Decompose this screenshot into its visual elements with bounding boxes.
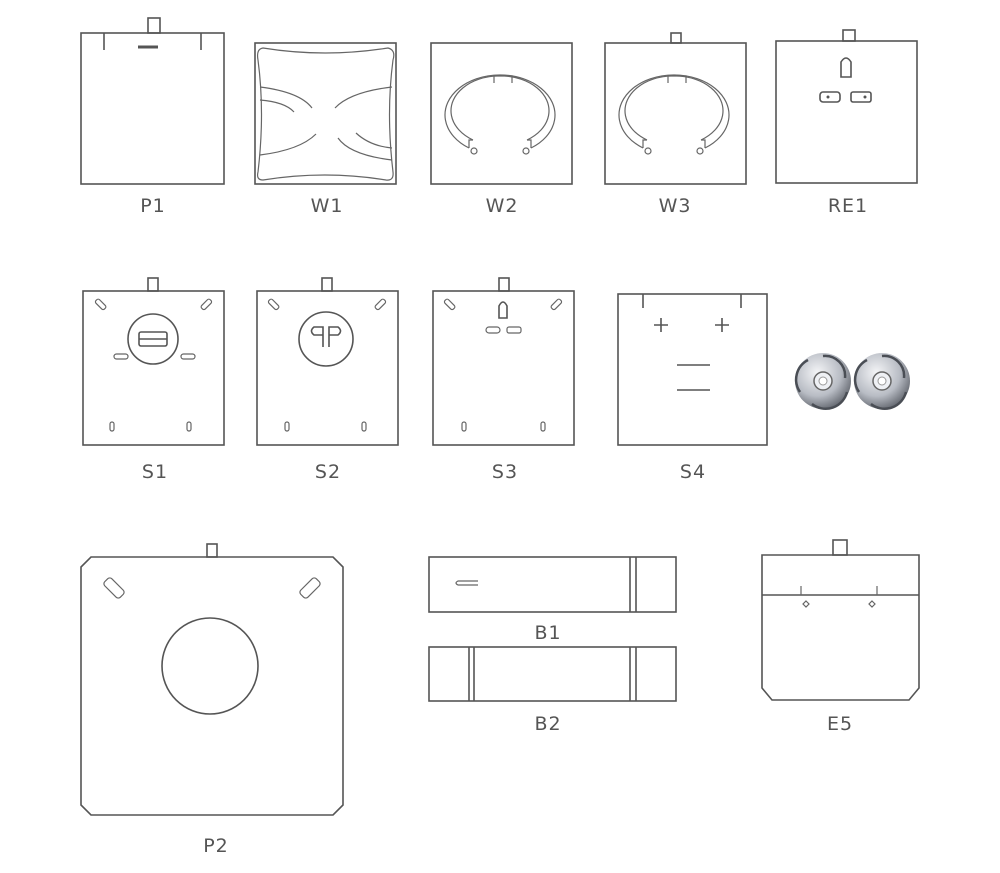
card-b2: B2 (428, 646, 677, 735)
label-s1: S1 (142, 461, 168, 483)
label-w3: W3 (659, 195, 692, 217)
card-b1: B1 (428, 556, 677, 644)
label-w1: W1 (311, 195, 344, 217)
card-w2: W2 (430, 42, 573, 217)
label-re1: RE1 (828, 195, 868, 217)
card-p2: P2 (80, 543, 344, 857)
label-e5: E5 (827, 713, 853, 735)
label-p1: P1 (140, 195, 166, 217)
label-s4: S4 (680, 461, 706, 483)
card-w1: W1 (254, 42, 397, 217)
label-b1: B1 (534, 622, 561, 644)
label-s2: S2 (315, 461, 341, 483)
label-b2: B2 (534, 713, 561, 735)
label-p2: P2 (203, 835, 229, 857)
stud-earrings-image (794, 353, 910, 410)
card-s3: S3 (432, 277, 575, 483)
card-s4: S4 (617, 293, 768, 483)
card-w3: W3 (604, 32, 747, 217)
label-s3: S3 (492, 461, 518, 483)
card-e5: E5 (761, 539, 920, 735)
card-s2: S2 (256, 277, 399, 483)
card-p1: P1 (80, 17, 225, 217)
label-w2: W2 (486, 195, 519, 217)
card-s1: S1 (82, 277, 225, 483)
card-re1: RE1 (775, 29, 918, 217)
